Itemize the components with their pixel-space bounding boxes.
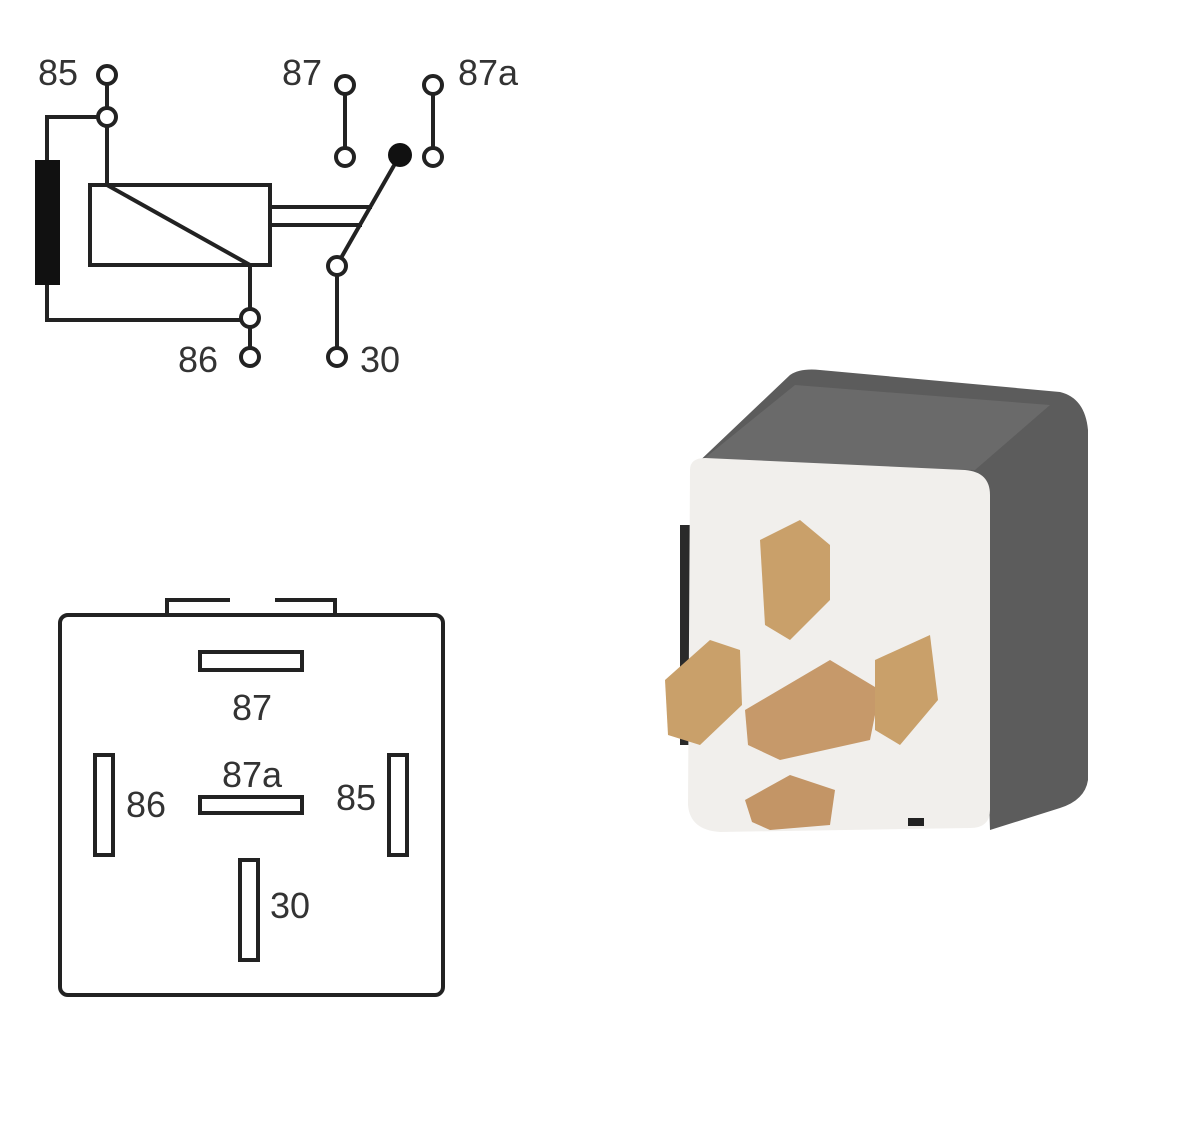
pin-label-87a: 87a bbox=[222, 754, 283, 795]
terminal-blade bbox=[745, 775, 835, 830]
pin-86 bbox=[93, 753, 115, 857]
pin-30 bbox=[238, 858, 260, 962]
pin-label-87: 87 bbox=[232, 687, 272, 728]
switch-pivot-dot bbox=[388, 143, 412, 167]
label-30: 30 bbox=[360, 339, 400, 380]
label-87a: 87a bbox=[458, 52, 519, 93]
relay-base bbox=[688, 458, 990, 832]
coil-wire bbox=[45, 115, 243, 322]
label-86: 86 bbox=[178, 339, 218, 380]
terminal-blade bbox=[665, 640, 742, 745]
pin-label-85: 85 bbox=[336, 777, 376, 818]
terminal-blade bbox=[760, 520, 830, 640]
terminal-30-outer bbox=[326, 346, 348, 368]
label-85: 85 bbox=[38, 52, 78, 93]
terminal-85 bbox=[96, 106, 118, 128]
pin-label-86: 86 bbox=[126, 784, 166, 825]
terminal-85-outer bbox=[96, 64, 118, 86]
terminal-87a bbox=[422, 146, 444, 168]
pin-87 bbox=[198, 650, 304, 672]
pinout-tab bbox=[165, 598, 337, 615]
terminal-87-outer bbox=[334, 74, 356, 96]
pin-85 bbox=[387, 753, 409, 857]
terminal-30 bbox=[326, 255, 348, 277]
coil-diagonal bbox=[106, 183, 251, 267]
relay-photo bbox=[665, 369, 1088, 832]
terminal-blade bbox=[875, 635, 938, 745]
relay-pinout: 87 87a 86 85 30 bbox=[58, 598, 445, 997]
terminal-87 bbox=[334, 146, 356, 168]
diode-resistor bbox=[35, 160, 60, 285]
terminal-86 bbox=[239, 307, 261, 329]
pinout-outline bbox=[58, 613, 445, 997]
relay-schematic: 85 87 87a 86 30 bbox=[35, 52, 519, 380]
terminal-blade bbox=[745, 660, 880, 760]
terminal-87a-outer bbox=[422, 74, 444, 96]
label-87: 87 bbox=[282, 52, 322, 93]
terminal-86-outer bbox=[239, 346, 261, 368]
pin-label-30: 30 bbox=[270, 885, 310, 926]
pin-87a bbox=[198, 795, 304, 815]
switch-arm bbox=[339, 154, 402, 259]
